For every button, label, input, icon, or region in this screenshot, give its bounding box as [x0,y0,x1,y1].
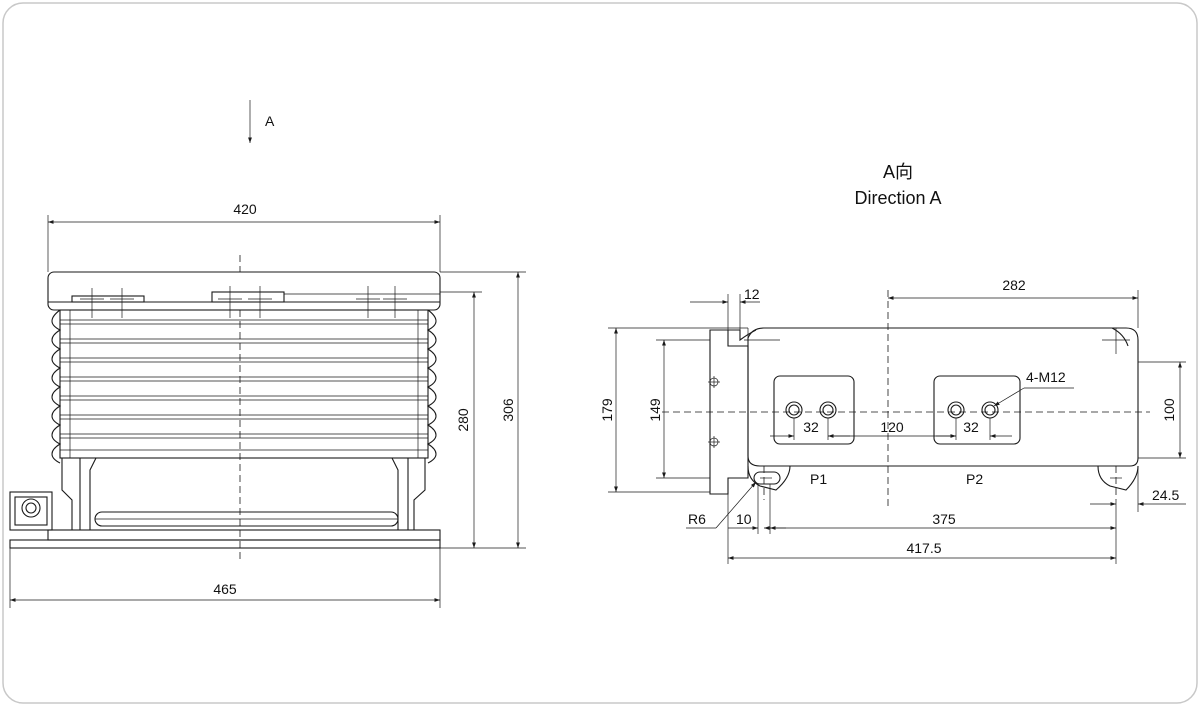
thread-callout: 4-M12 [993,369,1074,407]
dim-149-label: 149 [647,398,663,422]
terminal-p2-label: P2 [966,471,983,487]
dim-465: 465 [9,548,441,608]
dim-120: 120 [828,419,956,437]
dim-282-label: 282 [1002,277,1026,293]
dim-32-left-label: 32 [803,419,819,435]
dim-179: 179 [599,327,748,493]
dim-306: 306 [440,271,526,549]
bracket-screws [708,376,720,448]
dim-375-label: 375 [932,511,956,527]
radius-callout: R6 [686,481,757,529]
dim-10: 10 [728,484,786,534]
dim-12: 12 [690,286,760,330]
view-arrow-label: A [265,113,275,129]
dim-32-right: 32 [936,418,1012,440]
ribbed-body [51,309,437,464]
title-line1: A向 [883,162,913,182]
dim-465-label: 465 [213,581,237,597]
dim-10-label: 10 [736,511,752,527]
dim-32-left: 32 [770,418,850,440]
dim-100: 100 [1138,361,1186,459]
dim-24-5: 24.5 [1090,466,1186,512]
dim-120-label: 120 [880,419,904,435]
dim-417-5-label: 417.5 [906,540,941,556]
dim-100-label: 100 [1161,398,1177,422]
top-crosshairs [80,286,407,318]
dim-149: 149 [647,339,710,479]
dim-24-5-label: 24.5 [1152,487,1179,503]
top-plate [47,271,441,311]
dim-280-label: 280 [455,408,471,432]
thread-callout-label: 4-M12 [1026,369,1066,385]
side-view: A向 Direction A [599,162,1186,564]
dim-280: 280 [440,291,482,549]
terminal-block-p1 [773,375,855,445]
front-view: A [9,100,526,608]
dim-32-right-label: 32 [963,419,979,435]
dim-282: 282 [888,277,1139,328]
dim-420: 420 [47,201,441,272]
side-crosshairs [744,328,1130,479]
dim-420-label: 420 [233,201,257,217]
dim-375: 375 [764,500,1117,564]
title-line2: Direction A [854,188,941,208]
base-frame [9,457,441,549]
terminal-p1-label: P1 [810,471,827,487]
dim-12-label: 12 [744,286,760,302]
dim-306-label: 306 [500,398,516,422]
radius-callout-label: R6 [688,511,706,527]
dim-417-5: 417.5 [727,494,1116,564]
dim-179-label: 179 [599,398,615,422]
